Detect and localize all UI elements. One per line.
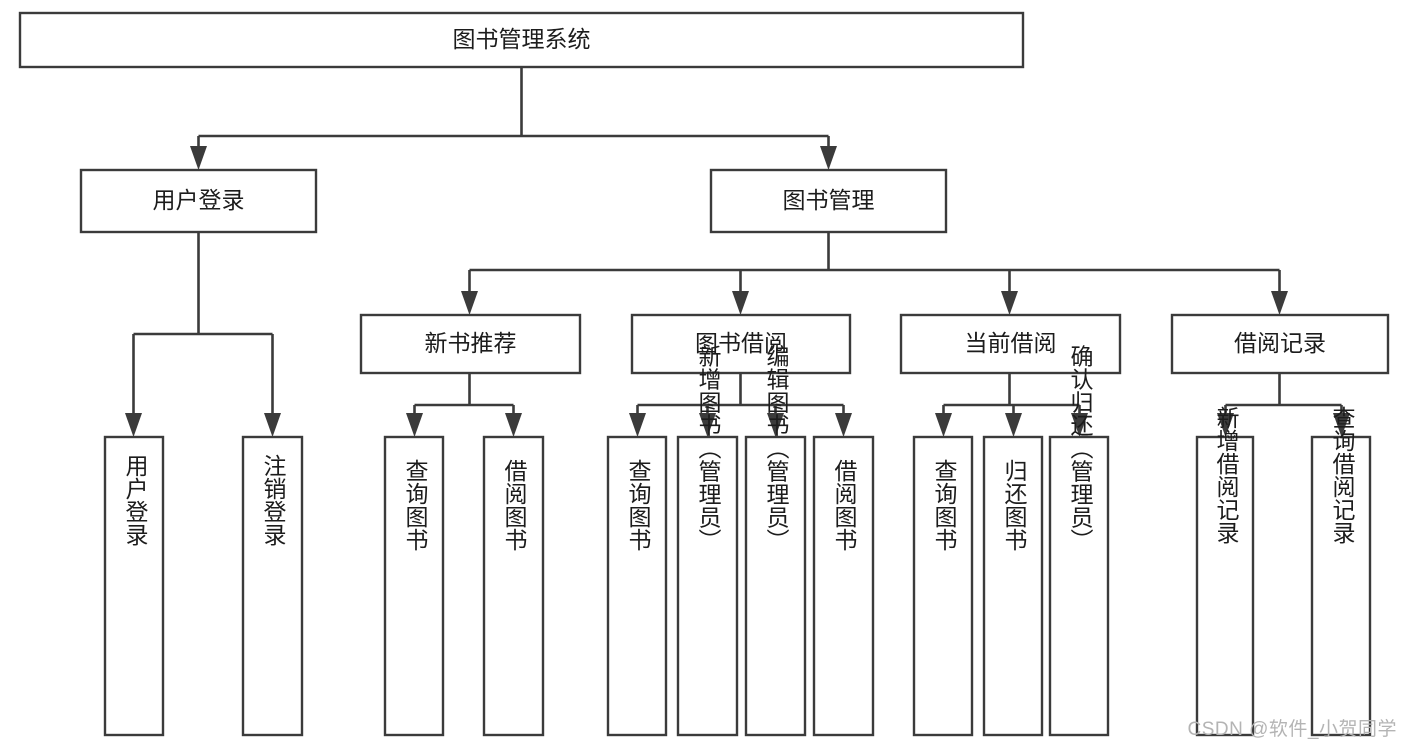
node-book-borrow-box[interactable]	[630, 313, 852, 375]
node-current-borrow-label: 当前借阅	[965, 330, 1057, 356]
arrow-head-new-book-rec	[461, 291, 478, 315]
node-leaf-add-book[interactable]: 新增图书（管理员）	[676, 345, 739, 737]
node-borrow-record-box[interactable]	[1170, 313, 1390, 375]
node-leaf-user-login[interactable]: 用户登录	[103, 435, 165, 737]
arrow-head-leaf-user-login	[125, 413, 142, 437]
node-leaf-add-record-label: 新增借阅记录	[1213, 406, 1240, 544]
watermark: CSDN @软件_小贺同学	[1187, 719, 1397, 740]
node-leaf-edit-book[interactable]: 编辑图书（管理员）	[744, 345, 807, 737]
arrow-head-book-borrow	[732, 291, 749, 315]
node-leaf-edit-book-box[interactable]	[744, 435, 807, 737]
node-leaf-borrow-book-rec-label: 借阅图书	[501, 459, 528, 551]
node-book-borrow-label: 图书借阅	[695, 330, 787, 356]
node-book-borrow[interactable]: 图书借阅	[630, 313, 852, 375]
arrow-head-leaf-add-record	[1217, 413, 1234, 437]
node-leaf-return-book[interactable]: 归还图书	[982, 435, 1044, 737]
node-new-book-rec-box[interactable]	[359, 313, 582, 375]
node-leaf-user-login-box[interactable]	[103, 435, 165, 737]
node-leaf-query-book-b-box[interactable]	[606, 435, 668, 737]
arrow-head-leaf-borrow-book-rec	[505, 413, 522, 437]
node-root-box[interactable]	[18, 11, 1025, 69]
node-leaf-query-book-c-box[interactable]	[912, 435, 974, 737]
arrow-head-leaf-query-book-rec	[406, 413, 423, 437]
node-leaf-borrow-book-b-box[interactable]	[812, 435, 875, 737]
arrow-head-leaf-add-book	[699, 413, 716, 437]
arrow-head-leaf-query-book-b	[629, 413, 646, 437]
node-leaf-query-record-box[interactable]	[1310, 435, 1372, 737]
node-leaf-return-book-label: 归还图书	[1001, 459, 1028, 551]
node-user-login[interactable]: 用户登录	[79, 168, 318, 234]
node-book-manage[interactable]: 图书管理	[709, 168, 948, 234]
node-leaf-query-book-rec[interactable]: 查询图书	[383, 435, 445, 737]
node-leaf-add-book-label: 新增图书（管理员）	[695, 345, 722, 552]
node-book-manage-box[interactable]	[709, 168, 948, 234]
node-borrow-record-label: 借阅记录	[1234, 330, 1326, 356]
node-leaf-add-record[interactable]: 新增借阅记录	[1195, 406, 1255, 737]
arrow-head-leaf-query-record	[1333, 413, 1350, 437]
arrow-head-leaf-confirm-return	[1071, 413, 1088, 437]
arrow-head-current-borrow	[1001, 291, 1018, 315]
node-leaf-logout[interactable]: 注销登录	[241, 435, 304, 737]
arrow-head-leaf-return-book	[1005, 413, 1022, 437]
node-leaf-confirm-return-label: 确认归还（管理员）	[1067, 345, 1094, 552]
node-new-book-rec-label: 新书推荐	[425, 330, 517, 356]
node-root-label: 图书管理系统	[453, 26, 591, 52]
node-leaf-query-book-rec-box[interactable]	[383, 435, 445, 737]
node-leaf-borrow-book-rec[interactable]: 借阅图书	[482, 435, 545, 737]
node-new-book-rec[interactable]: 新书推荐	[359, 313, 582, 375]
arrow-head-leaf-query-book-c	[935, 413, 952, 437]
node-current-borrow-box[interactable]	[899, 313, 1122, 375]
node-leaf-confirm-return[interactable]: 确认归还（管理员）	[1048, 345, 1110, 737]
node-leaf-query-book-c[interactable]: 查询图书	[912, 435, 974, 737]
node-leaf-add-record-box[interactable]	[1195, 435, 1255, 737]
node-leaf-borrow-book-b[interactable]: 借阅图书	[812, 435, 875, 737]
arrow-head-borrow-record	[1271, 291, 1288, 315]
arrow-head-book-manage	[820, 146, 837, 170]
node-leaf-logout-label: 注销登录	[260, 454, 287, 546]
node-leaf-borrow-book-rec-box[interactable]	[482, 435, 545, 737]
node-leaf-add-book-box[interactable]	[676, 435, 739, 737]
connector-layer	[125, 67, 1350, 437]
node-leaf-confirm-return-box[interactable]	[1048, 435, 1110, 737]
node-leaf-return-book-box[interactable]	[982, 435, 1044, 737]
node-leaf-query-book-rec-label: 查询图书	[402, 459, 429, 551]
node-leaf-query-record-label: 查询借阅记录	[1329, 406, 1356, 544]
node-book-manage-label: 图书管理	[783, 187, 875, 213]
node-leaf-query-record[interactable]: 查询借阅记录	[1310, 406, 1372, 737]
node-current-borrow[interactable]: 当前借阅	[899, 313, 1122, 375]
arrow-head-leaf-borrow-book-b	[835, 413, 852, 437]
node-leaf-borrow-book-b-label: 借阅图书	[831, 459, 858, 551]
node-leaf-user-login-label: 用户登录	[122, 454, 149, 546]
node-leaf-query-book-b-label: 查询图书	[625, 459, 652, 551]
arrow-head-user-login	[190, 146, 207, 170]
node-borrow-record[interactable]: 借阅记录	[1170, 313, 1390, 375]
arrow-head-leaf-edit-book	[767, 413, 784, 437]
node-user-login-label: 用户登录	[153, 187, 245, 213]
node-user-login-box[interactable]	[79, 168, 318, 234]
node-leaf-logout-box[interactable]	[241, 435, 304, 737]
node-leaf-edit-book-label: 编辑图书（管理员）	[763, 345, 790, 552]
node-leaf-query-book-b[interactable]: 查询图书	[606, 435, 668, 737]
node-leaf-query-book-c-label: 查询图书	[931, 459, 958, 551]
node-root[interactable]: 图书管理系统	[18, 11, 1025, 69]
arrow-head-leaf-logout	[264, 413, 281, 437]
